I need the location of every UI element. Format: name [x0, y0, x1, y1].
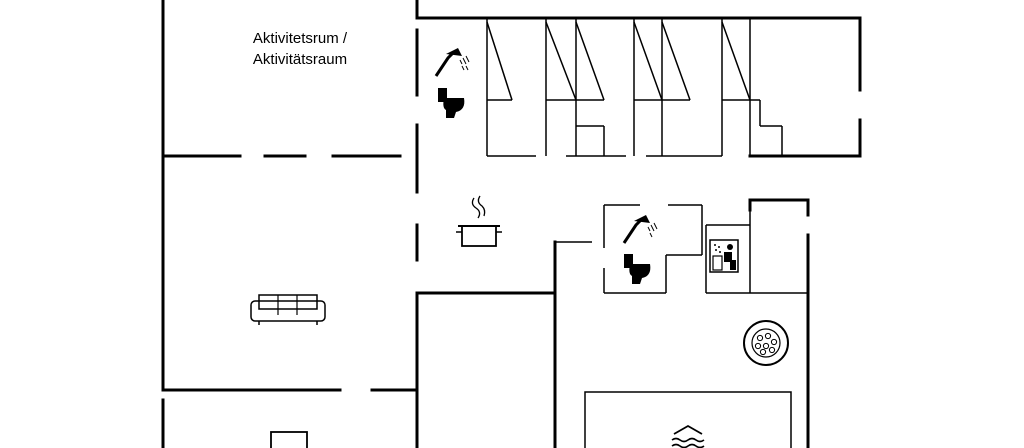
interior-walls — [161, 28, 862, 448]
outer-walls — [161, 0, 862, 448]
bathroom-2-walls — [555, 204, 703, 294]
sauna-icon — [709, 239, 739, 273]
cooking-pot-icon — [456, 195, 502, 247]
shower-stalls — [486, 18, 783, 157]
toilet-icon — [438, 88, 465, 118]
activity-room-label: Aktivitetsrum / Aktivitätsraum — [210, 28, 390, 70]
bed-icon — [270, 431, 308, 448]
activity-room-label-line2: Aktivitätsraum — [252, 51, 348, 68]
shower-icon — [434, 48, 470, 77]
pool — [584, 391, 792, 448]
sauna-room-walls — [705, 210, 808, 294]
activity-room-label-line1: Aktivitetsrum / — [252, 30, 348, 47]
pool-icon — [671, 424, 705, 448]
whirlpool-icon — [743, 320, 789, 366]
sofa-icon — [250, 294, 326, 325]
toilet-icon — [624, 254, 651, 284]
shower-icon — [622, 215, 658, 244]
